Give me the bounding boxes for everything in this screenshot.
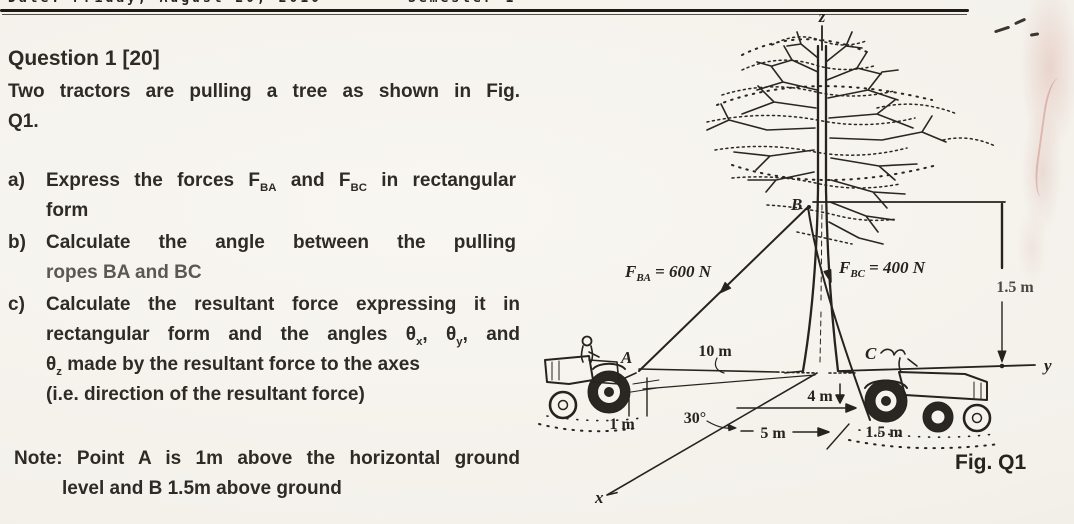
item-c-line-4: (i.e. direction of the resultant force) [46,384,365,405]
rope-ba [638,206,809,372]
dim-5m-lines [740,423,850,450]
sub-theta-y: y [456,335,463,348]
rope-bc [807,206,871,421]
header-right-text: Semester 1 [408,0,516,6]
dim-4m-lines [736,383,857,413]
angle-30-label: 30° [684,410,706,427]
angle-30-leader [706,420,737,432]
note-line-1: Note: Point A is 1m above the horizontal… [14,448,520,469]
dim-1-5m-right-label: 1.5 m [996,279,1034,296]
intro-line-1: Two tractors are pulling a tree as shown… [8,81,520,102]
point-b-label: B [790,195,802,214]
item-b-line-1: Calculate the angle between the pulling [46,232,516,253]
point-c-label: C [865,344,877,363]
item-c-line-2: rectangular form and the angles θx, θy, … [46,324,521,348]
z-axis-label: z [818,7,826,26]
figure-panel: z y x A B C FBA= 600 N FBC= 400 N 10 m 1… [537,0,1074,524]
item-a-line-2: form [46,200,89,221]
tree-canopy [706,31,996,245]
dim-4m-label: 4 m [807,388,833,405]
dim-1m-label: 1 m [609,416,635,433]
item-a-label: a) [8,170,25,191]
sub-theta-z: z [56,365,62,378]
dim-5m-label: 5 m [760,425,786,442]
sub-theta-x: x [416,335,423,348]
top-rule-thick [0,9,969,12]
top-rule-thin [2,13,967,15]
force-bc-label: FBC= 400 N [838,258,926,280]
header-left-text: Date: Friday, August 20, 2010 [8,0,322,6]
y-axis-label: y [1042,356,1052,375]
intro-line-2: Q1. [8,111,39,132]
point-b-dot [807,205,811,209]
item-b-label: b) [8,232,26,253]
dim-10m-label: 10 m [698,343,732,360]
item-a-line-1: Express the forces FBA and FBC in rectan… [46,170,516,194]
tractor-right-drawing [848,348,1000,450]
question-title: Question 1 [20] [8,47,160,70]
dim-1m-ticks [628,377,660,417]
sub-ba: BA [260,181,277,194]
force-ba-label: FBA= 600 N [624,262,712,284]
item-b-line-2: ropes BA and BC [46,262,202,283]
point-a-label: A [620,348,632,367]
item-c-label: c) [8,294,25,315]
axes-lines [606,364,1036,496]
figure-svg: z y x A B C FBA= 600 N FBC= 400 N 10 m 1… [538,7,1052,507]
sub-bc: BC [350,181,367,194]
dim-10m-leader [714,357,725,374]
figure-caption: Fig. Q1 [955,451,1026,474]
dim-1-5m-right-lines [812,201,1007,369]
item-c-line-3: θz made by the resultant force to the ax… [46,354,420,378]
dim-1-5m-bottom-label: 1.5 m [865,424,903,441]
item-c-line-1: Calculate the resultant force expressing… [46,294,520,315]
note-line-2: level and B 1.5m above ground [62,478,342,499]
header-strip: Date: Friday, August 20, 2010 Semester 1 [8,0,968,9]
tractor-left-drawing [538,335,642,433]
x-axis-label: x [594,488,604,507]
